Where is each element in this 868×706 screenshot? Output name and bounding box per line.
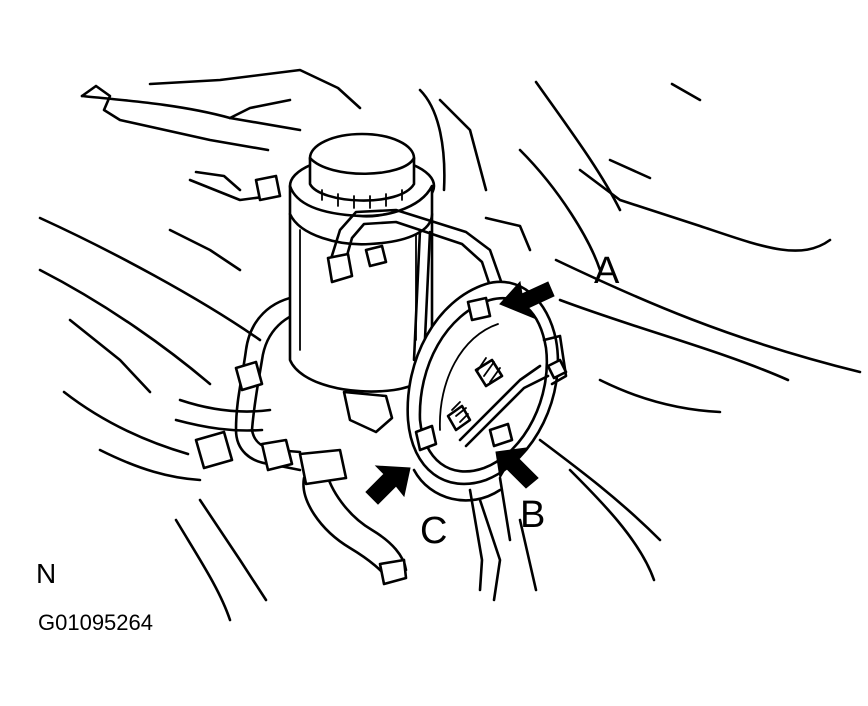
fluid-reservoir <box>288 132 436 434</box>
pointer-arrows <box>365 280 555 505</box>
arrow-c <box>365 465 411 505</box>
figure-code: G01095264 <box>38 610 153 635</box>
callout-label-b: B <box>520 494 546 536</box>
arrow-b <box>495 447 539 489</box>
clamps-and-fittings <box>194 174 408 586</box>
background-structure <box>38 68 862 622</box>
booster-assembly <box>406 280 568 592</box>
arrow-a <box>499 280 555 320</box>
orientation-label: N <box>36 558 57 589</box>
callout-label-c: C <box>420 510 448 552</box>
callout-label-a: A <box>594 250 620 292</box>
reservoir-bracket <box>326 208 504 362</box>
